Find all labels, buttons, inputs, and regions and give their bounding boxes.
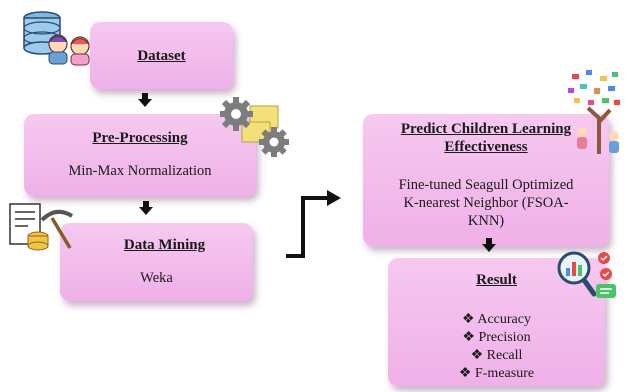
result-metric-label: Recall <box>486 348 523 363</box>
datamining-title: Data Mining <box>123 237 206 253</box>
bullet-icon: ❖ <box>458 366 472 381</box>
gears-icon <box>219 96 295 158</box>
datamining-box: Data Mining Weka <box>60 223 253 301</box>
arrow-down-2 <box>139 201 153 220</box>
result-metric-label: F-measure <box>474 366 535 381</box>
preprocessing-box: Pre-Processing Min-Max Normalization <box>24 114 256 196</box>
result-metric-label: Precision <box>478 330 531 345</box>
datamining-text: Weka <box>140 270 173 286</box>
predict-title-line1: Predict Children Learning <box>400 121 572 137</box>
preprocessing-text: Min-Max Normalization <box>68 163 212 179</box>
learning-tree-icon <box>566 70 624 154</box>
bullet-icon: ❖ <box>462 312 475 327</box>
result-metric-item: ❖ F-measure <box>388 365 605 383</box>
result-metrics-list: ❖ Accuracy❖ Precision❖ Recall❖ F-measure <box>388 311 605 383</box>
arrow-down-3 <box>482 238 496 257</box>
arrow-down-1 <box>138 93 152 112</box>
result-metric-item: ❖ Precision <box>388 329 605 347</box>
result-metric-label: Accuracy <box>477 312 531 327</box>
dataset-title: Dataset <box>137 48 186 64</box>
database-people-icon <box>20 8 100 66</box>
predict-title-line2: Effectiveness <box>444 139 528 155</box>
magnifier-chart-icon <box>554 250 618 302</box>
predict-box: Predict Children Learning Effectiveness … <box>363 114 609 246</box>
predict-text-line1: Fine-tuned Seagull Optimized <box>398 177 574 193</box>
result-title: Result <box>476 272 517 288</box>
dataset-box: Dataset <box>90 22 233 89</box>
connector-arrow <box>283 186 343 262</box>
result-metric-item: ❖ Recall <box>388 347 605 365</box>
bullet-icon: ❖ <box>462 330 475 345</box>
document-pickaxe-icon <box>4 200 76 255</box>
predict-text-line2: K-nearest Neighbor (FSOA- <box>403 195 569 211</box>
predict-text-line3: KNN) <box>467 213 505 229</box>
preprocessing-title: Pre-Processing <box>92 130 188 146</box>
bullet-icon: ❖ <box>470 348 484 363</box>
result-metric-item: ❖ Accuracy <box>388 311 605 329</box>
